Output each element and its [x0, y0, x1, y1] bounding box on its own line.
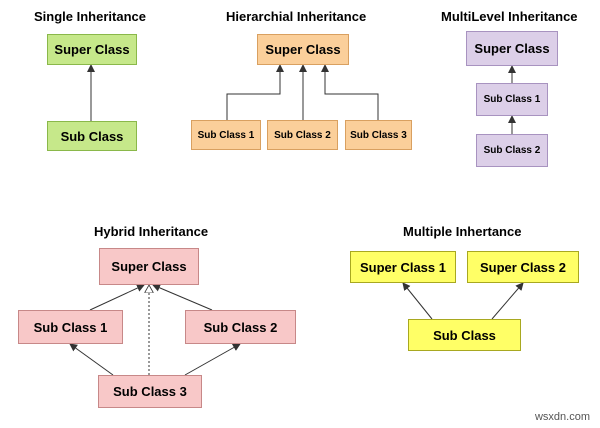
hybrid-sub-class-2-box: Sub Class 2: [185, 310, 296, 344]
multilevel-inheritance-title: MultiLevel Inheritance: [441, 9, 578, 24]
multilevel-sub-class-1-box: Sub Class 1: [476, 83, 548, 116]
single-super-class-box: Super Class: [47, 34, 137, 65]
single-sub-class-box: Sub Class: [47, 121, 137, 151]
multilevel-sub-class-2-box: Sub Class 2: [476, 134, 548, 167]
single-inheritance-title: Single Inheritance: [34, 9, 146, 24]
hybrid-super-class-box: Super Class: [99, 248, 199, 285]
multiple-sub-class-box: Sub Class: [408, 319, 521, 351]
hybrid-sub-class-1-box: Sub Class 1: [18, 310, 123, 344]
hier-arrow-3: [321, 64, 379, 120]
multiple-super-class-2-box: Super Class 2: [467, 251, 579, 283]
multiple-super-class-1-box: Super Class 1: [350, 251, 456, 283]
hybrid-sub-class-3-box: Sub Class 3: [98, 375, 202, 408]
hierarchial-sub-class-2-box: Sub Class 2: [267, 120, 338, 150]
hier-arrow-1: [226, 64, 284, 120]
watermark-text: wsxdn.com: [534, 411, 590, 423]
hierarchial-sub-class-3-box: Sub Class 3: [345, 120, 412, 150]
hybrid-arrow-1: [89, 284, 145, 311]
hierarchial-sub-class-1-box: Sub Class 1: [191, 120, 261, 150]
multilevel-super-class-box: Super Class: [466, 31, 558, 66]
hybrid-arrow-4: [184, 343, 241, 376]
multiple-inheritance-title: Multiple Inhertance: [403, 224, 522, 239]
hybrid-arrow-2: [152, 284, 213, 311]
hybrid-inheritance-title: Hybrid Inheritance: [94, 224, 209, 239]
hybrid-arrow-3: [69, 343, 114, 376]
hierarchial-super-class-box: Super Class: [257, 34, 349, 65]
hierarchial-inheritance-title: Hierarchial Inheritance: [226, 9, 367, 24]
multiple-arrow-2: [491, 282, 524, 320]
multiple-arrow-1: [402, 282, 433, 320]
